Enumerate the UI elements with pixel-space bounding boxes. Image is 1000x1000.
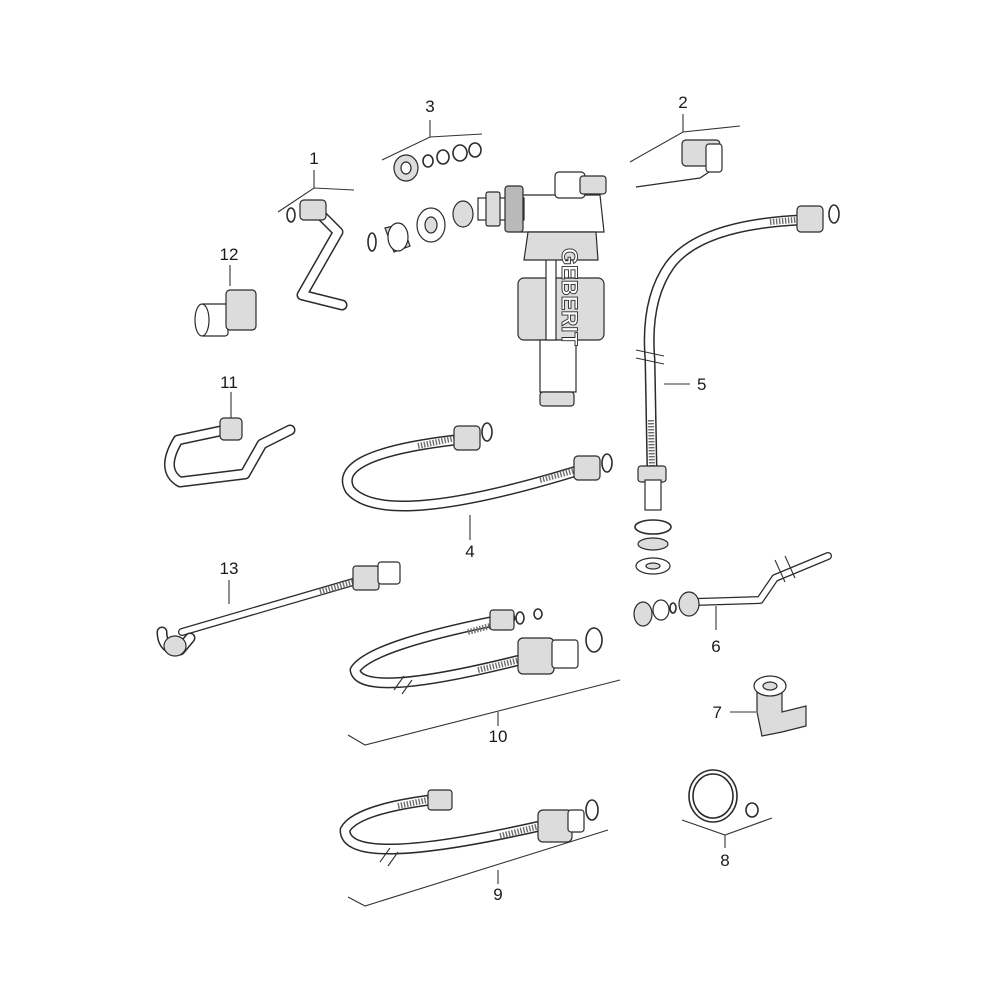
part-8-o-rings: 8 xyxy=(681,769,773,870)
part-3-gasket-set: 3 xyxy=(381,97,483,182)
part-6-pipe-with-nut: 6 xyxy=(633,552,832,656)
geberit-logo: GEBERIT xyxy=(557,248,583,347)
fill-valve: GEBERIT xyxy=(477,171,607,407)
callout-7: 7 xyxy=(713,703,722,722)
geberit-logo-text: GEBERIT xyxy=(557,248,582,346)
callout-9: 9 xyxy=(493,885,502,904)
valve-connector-parts xyxy=(367,200,474,253)
part-11-bent-pipe: 11 xyxy=(164,373,296,488)
part-10-hose-set: 10 xyxy=(347,608,621,746)
part-5-long-braided-hose: 5 xyxy=(634,204,840,575)
part-4-braided-hose: 4 xyxy=(341,422,613,561)
callout-11: 11 xyxy=(220,373,238,392)
part-2-float-lever: 2 xyxy=(629,93,741,188)
callout-3: 3 xyxy=(425,97,434,116)
callout-2: 2 xyxy=(678,93,687,112)
callout-1: 1 xyxy=(309,149,318,168)
callout-10: 10 xyxy=(489,727,508,746)
part-13-hose-with-elbow: 13 xyxy=(156,559,401,657)
callout-13: 13 xyxy=(220,559,239,578)
part-9-hose-set: 9 xyxy=(339,789,609,907)
part-7-elbow-fitting: 7 xyxy=(713,675,807,737)
callout-8: 8 xyxy=(720,851,729,870)
callout-6: 6 xyxy=(711,637,720,656)
part-12-adapter: 12 xyxy=(194,245,257,337)
callout-4: 4 xyxy=(465,542,474,561)
callout-5: 5 xyxy=(697,375,706,394)
part-1-bent-pipe: 1 xyxy=(277,149,355,311)
callout-12: 12 xyxy=(220,245,239,264)
